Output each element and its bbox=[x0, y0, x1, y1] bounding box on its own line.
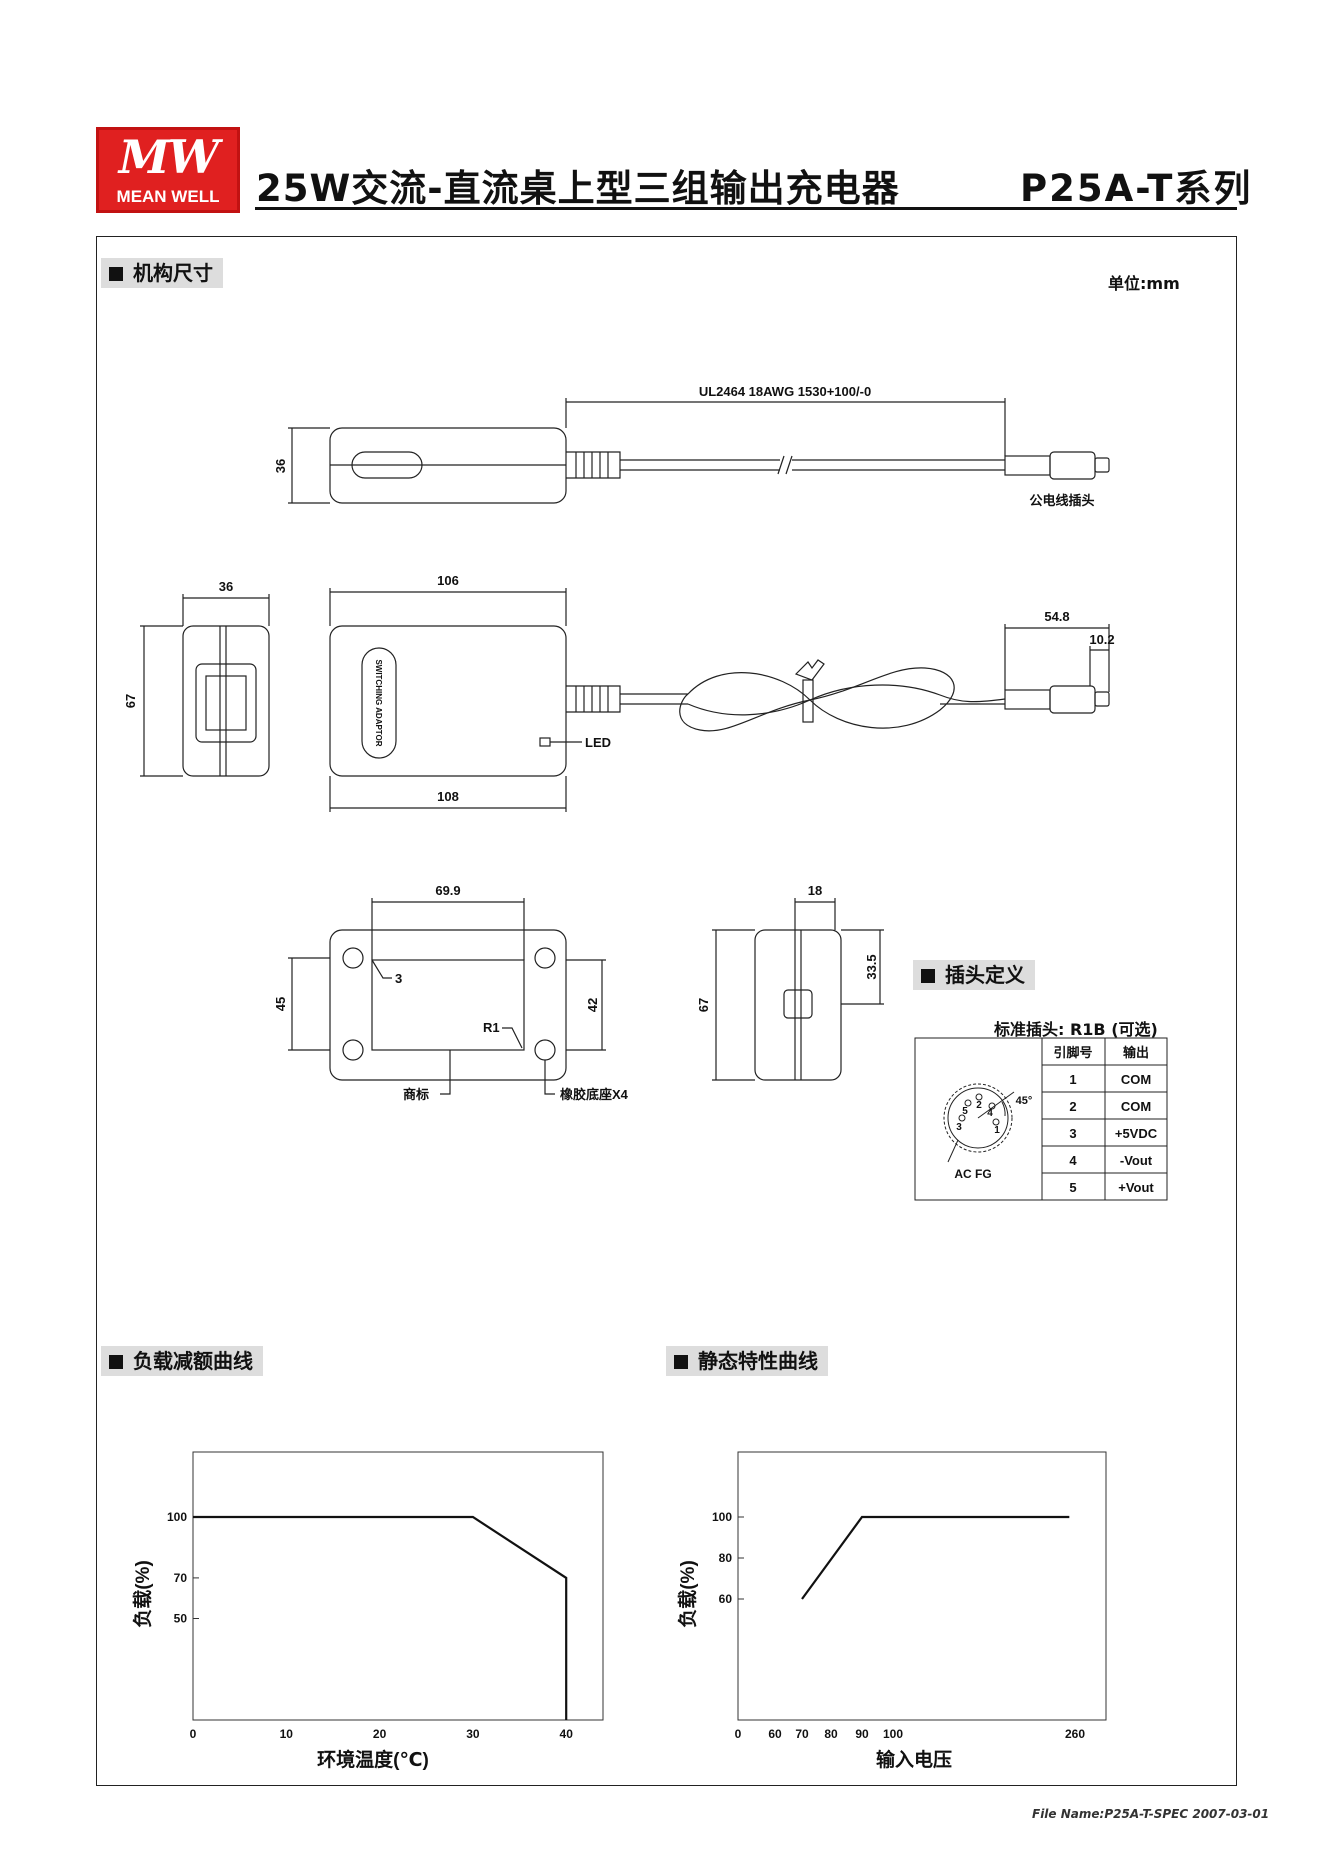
static-characteristic-chart: 0 60 70 80 90 100 260 60 80 100 输入电压 负载(%) bbox=[676, 1451, 1107, 1771]
svg-text:3: 3 bbox=[956, 1122, 962, 1133]
x-tick-label: 10 bbox=[280, 1727, 294, 1741]
svg-text:3: 3 bbox=[395, 971, 402, 986]
footer-filename: File Name:P25A-T-SPEC 2007-03-01 bbox=[1032, 1807, 1270, 1821]
svg-text:引脚号: 引脚号 bbox=[1053, 1045, 1092, 1060]
mean-well-logo: MW MEAN WELL bbox=[96, 127, 240, 213]
x-tick-label: 90 bbox=[855, 1727, 869, 1741]
x-tick-label: 0 bbox=[735, 1727, 742, 1741]
svg-text:2: 2 bbox=[976, 1100, 982, 1111]
svg-text:2: 2 bbox=[1069, 1099, 1076, 1114]
svg-text:UL2464 18AWG 1530+100/-0: UL2464 18AWG 1530+100/-0 bbox=[699, 384, 871, 399]
pin-table-caption: 标准插头: R1B (可选) bbox=[994, 1020, 1158, 1039]
section-mechanical: 机构尺寸 bbox=[101, 258, 223, 288]
svg-text:4: 4 bbox=[987, 1108, 993, 1119]
series-name: P25A-T系列 bbox=[1020, 167, 1253, 210]
header-rule bbox=[255, 207, 1237, 210]
svg-text:108: 108 bbox=[437, 789, 459, 804]
svg-text:COM: COM bbox=[1121, 1099, 1151, 1114]
series-line bbox=[801, 1515, 1070, 1600]
svg-text:COM: COM bbox=[1121, 1072, 1151, 1087]
logo-text: MEAN WELL bbox=[116, 187, 220, 206]
y-tick-label: 80 bbox=[719, 1551, 733, 1565]
y-axis-label: 负载(%) bbox=[131, 1560, 154, 1628]
y-tick-label: 70 bbox=[174, 1571, 188, 1585]
section-static: 静态特性曲线 bbox=[666, 1346, 828, 1376]
x-tick-label: 20 bbox=[373, 1727, 387, 1741]
plot-area-frame bbox=[737, 1451, 1107, 1721]
svg-text:4: 4 bbox=[1069, 1153, 1077, 1168]
x-tick-label: 60 bbox=[768, 1727, 782, 1741]
series-line bbox=[193, 1515, 568, 1720]
svg-text:橡胶底座X4: 橡胶底座X4 bbox=[560, 1087, 629, 1102]
svg-text:AC FG: AC FG bbox=[954, 1167, 991, 1181]
unit-label: 单位:mm bbox=[1108, 274, 1180, 293]
derating-chart: 0 10 20 30 40 50 70 100 环境温度(℃) 负载(%) bbox=[131, 1451, 604, 1771]
svg-text:R1: R1 bbox=[483, 1020, 500, 1035]
svg-text:1: 1 bbox=[994, 1125, 1000, 1136]
svg-text:33.5: 33.5 bbox=[864, 954, 879, 979]
x-axis-label: 输入电压 bbox=[876, 1748, 952, 1771]
svg-text:5: 5 bbox=[1069, 1180, 1076, 1195]
content-frame bbox=[96, 236, 1237, 1786]
svg-text:1: 1 bbox=[1069, 1072, 1076, 1087]
y-tick-label: 100 bbox=[712, 1510, 732, 1524]
svg-text:+5VDC: +5VDC bbox=[1115, 1126, 1158, 1141]
section-pin-assignment: 插头定义 bbox=[913, 960, 1035, 990]
svg-text:SWITCHING ADAPTOR: SWITCHING ADAPTOR bbox=[374, 659, 383, 746]
svg-text:36: 36 bbox=[219, 579, 233, 594]
svg-text:公电线插头: 公电线插头 bbox=[1029, 493, 1094, 508]
logo-mark: MW bbox=[118, 130, 220, 184]
x-tick-label: 30 bbox=[466, 1727, 480, 1741]
y-tick-label: 60 bbox=[719, 1592, 733, 1606]
svg-text:3: 3 bbox=[1069, 1126, 1076, 1141]
svg-text:106: 106 bbox=[437, 573, 459, 588]
x-tick-label: 80 bbox=[824, 1727, 838, 1741]
x-tick-label: 0 bbox=[190, 1727, 197, 1741]
svg-text:45°: 45° bbox=[1016, 1095, 1033, 1107]
svg-text:69.9: 69.9 bbox=[435, 883, 460, 898]
svg-text:LED: LED bbox=[585, 735, 611, 750]
svg-text:67: 67 bbox=[123, 694, 138, 708]
svg-text:45: 45 bbox=[273, 997, 288, 1011]
svg-text:42: 42 bbox=[585, 998, 600, 1012]
svg-text:18: 18 bbox=[808, 883, 822, 898]
x-tick-label: 100 bbox=[883, 1727, 903, 1741]
y-tick-label: 100 bbox=[167, 1510, 187, 1524]
base-view-body bbox=[329, 929, 567, 1081]
svg-text:输出: 输出 bbox=[1123, 1045, 1149, 1060]
svg-text:+Vout: +Vout bbox=[1118, 1180, 1154, 1195]
x-tick-label: 40 bbox=[560, 1727, 574, 1741]
svg-text:10.2: 10.2 bbox=[1089, 632, 1114, 647]
section-derating: 负载减额曲线 bbox=[101, 1346, 263, 1376]
x-tick-label: 70 bbox=[795, 1727, 809, 1741]
front-view-body bbox=[329, 625, 567, 777]
y-tick-label: 50 bbox=[174, 1612, 188, 1626]
svg-text:36: 36 bbox=[273, 459, 288, 473]
svg-text:5: 5 bbox=[962, 1106, 968, 1117]
y-axis-label: 负载(%) bbox=[676, 1560, 699, 1628]
svg-text:67: 67 bbox=[696, 998, 711, 1012]
x-axis-label: 环境温度(℃) bbox=[317, 1748, 429, 1771]
svg-text:-Vout: -Vout bbox=[1120, 1153, 1153, 1168]
plot-area-frame bbox=[192, 1451, 604, 1721]
x-tick-label: 260 bbox=[1065, 1727, 1085, 1741]
document-title: 25W交流-直流桌上型三组输出充电器 bbox=[256, 167, 900, 210]
svg-text:商标: 商标 bbox=[403, 1087, 429, 1102]
svg-text:54.8: 54.8 bbox=[1044, 609, 1069, 624]
